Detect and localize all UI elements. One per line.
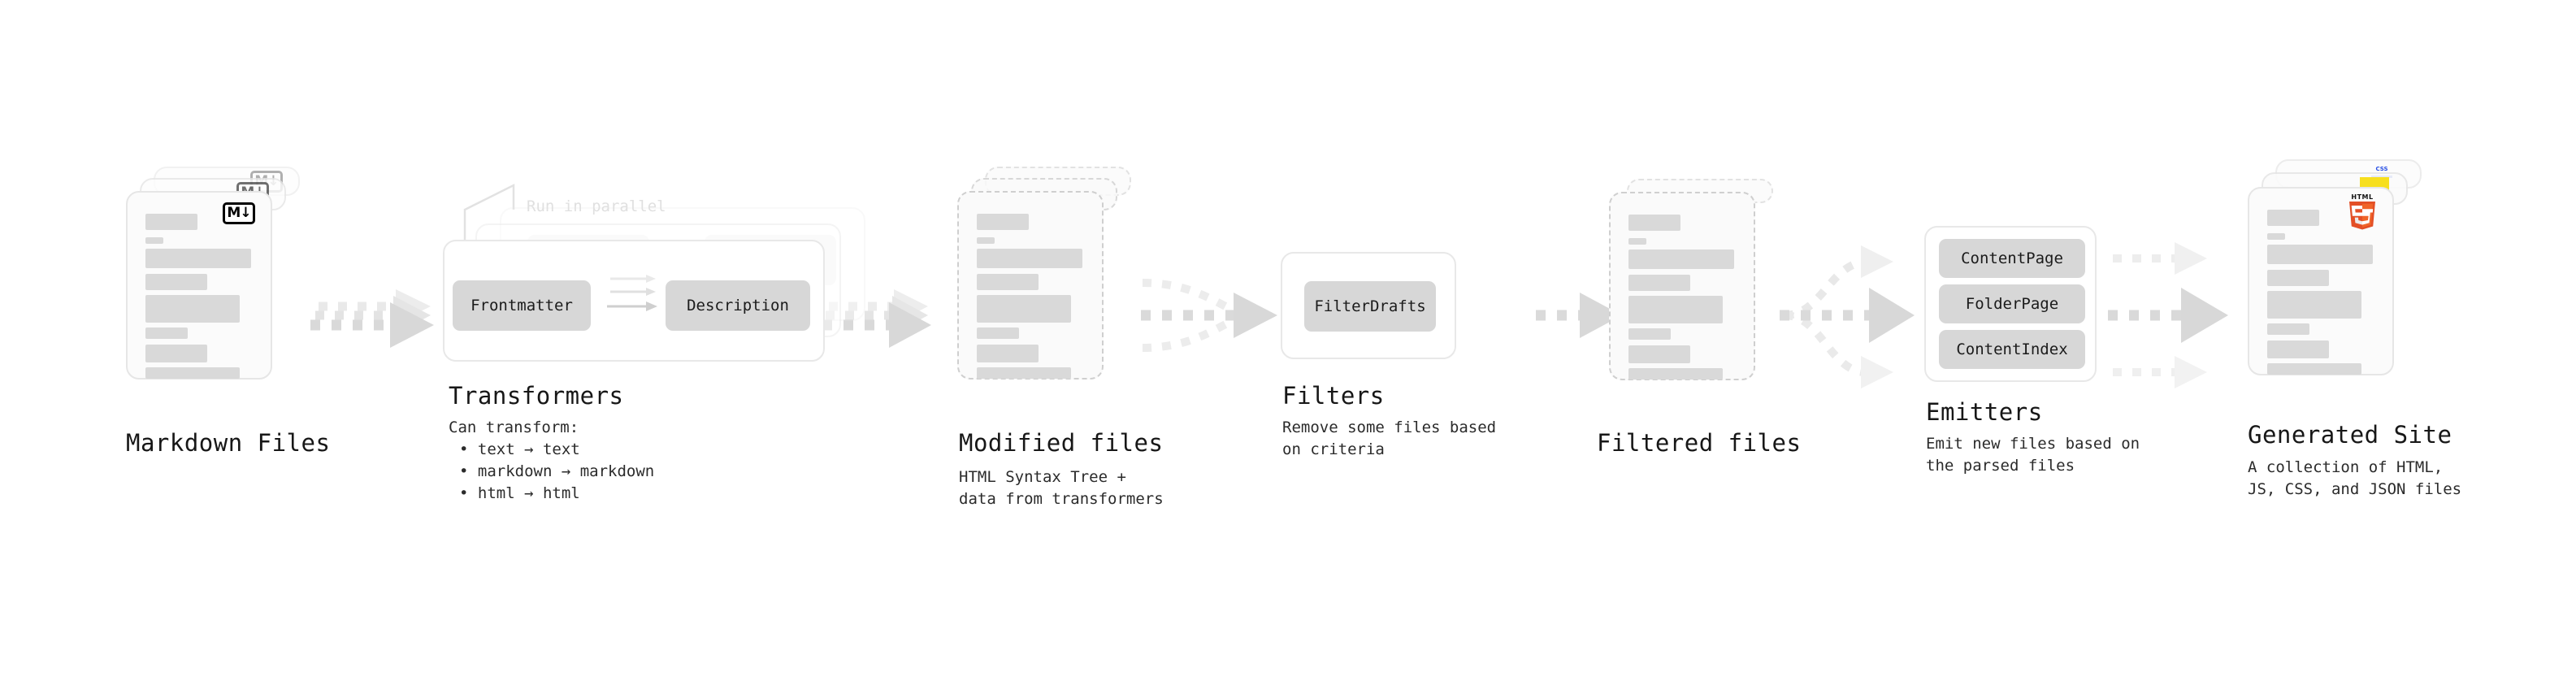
html5-logo-icon: HTML — [2347, 193, 2378, 230]
transformers-bullet: • text → text — [459, 440, 580, 458]
content-bar — [2267, 291, 2361, 319]
stage-heading-filters: Filters — [1282, 382, 1385, 410]
markdown-logo-icon: M↓ — [223, 202, 255, 224]
stage-heading-markdown-files: Markdown Files — [126, 429, 331, 457]
content-bar — [1628, 296, 1723, 323]
content-bar — [145, 249, 251, 268]
transformers-desc-title: Can transform: — [449, 419, 579, 436]
transformer-panel-front: Frontmatter Description — [443, 240, 825, 362]
content-bar — [1628, 328, 1671, 340]
markdown-card-front: M↓ — [126, 191, 272, 380]
chip-label: FilterDrafts — [1314, 297, 1426, 315]
stage-heading-emitters: Emitters — [1926, 398, 2043, 426]
filter-chip-filterdrafts[interactable]: FilterDrafts — [1304, 281, 1436, 332]
content-bar — [2267, 340, 2329, 358]
content-bar — [1628, 238, 1646, 245]
chip-label: Frontmatter — [471, 297, 573, 314]
content-bar — [2267, 270, 2329, 286]
arrow-markdown-to-transformers — [310, 289, 434, 348]
modified-files-desc-line: HTML Syntax Tree + — [959, 468, 1126, 486]
transformers-bullet: • markdown → markdown — [459, 462, 655, 480]
run-in-parallel-label: Run in parallel — [527, 197, 666, 215]
content-bar — [2267, 210, 2319, 226]
filters-panel: FilterDrafts — [1281, 252, 1456, 359]
filtered-card-front — [1609, 192, 1755, 380]
chip-label: ContentIndex — [1956, 340, 2068, 358]
arrow-filtered-to-emitters — [1780, 245, 1915, 388]
content-bar — [145, 295, 240, 323]
content-bar — [1628, 249, 1734, 269]
emitter-chip-contentindex[interactable]: ContentIndex — [1939, 330, 2085, 369]
modified-card-front — [957, 191, 1104, 380]
transformer-chip-description[interactable]: Description — [666, 280, 810, 331]
stage-heading-transformers: Transformers — [449, 382, 624, 410]
content-bar — [977, 214, 1029, 230]
content-bar — [145, 367, 240, 379]
stage-heading-generated-site: Generated Site — [2248, 421, 2452, 449]
content-bar — [145, 345, 207, 362]
emitters-panel: ContentPage FolderPage ContentIndex — [1924, 226, 2097, 382]
arrow-modified-to-filters — [1141, 279, 1277, 352]
content-bar — [977, 249, 1082, 268]
content-bar — [1628, 275, 1690, 291]
content-bar — [1628, 345, 1690, 363]
content-bar — [977, 327, 1019, 339]
content-bar — [1628, 368, 1723, 380]
content-bar — [2267, 245, 2373, 264]
emitters-desc-line: the parsed files — [1926, 457, 2075, 475]
content-bar — [2267, 233, 2285, 240]
content-bar — [145, 214, 197, 230]
chip-label: ContentPage — [1961, 249, 2063, 267]
content-bar — [145, 327, 188, 339]
filters-desc-line: on criteria — [1282, 440, 1385, 458]
arrow-emitters-to-site — [2108, 242, 2228, 388]
stage-heading-modified-files: Modified files — [959, 429, 1164, 457]
content-bar — [145, 274, 207, 290]
emitter-chip-folderpage[interactable]: FolderPage — [1939, 284, 2085, 323]
chip-label: FolderPage — [1965, 295, 2059, 313]
emitter-chip-contentpage[interactable]: ContentPage — [1939, 239, 2085, 278]
transformer-chip-frontmatter[interactable]: Frontmatter — [453, 280, 591, 331]
content-bar — [977, 237, 995, 244]
content-bar — [977, 295, 1071, 323]
content-bar — [145, 237, 163, 244]
content-bar — [977, 345, 1039, 362]
content-bar — [977, 367, 1071, 379]
transformers-bullet: • html → html — [459, 484, 580, 502]
chip-label: Description — [687, 297, 789, 314]
stage-heading-filtered-files: Filtered files — [1597, 429, 1802, 457]
content-bar — [2267, 323, 2309, 335]
filters-desc-line: Remove some files based — [1282, 419, 1497, 436]
html5-wordmark: HTML — [2351, 193, 2374, 201]
modified-files-desc-line: data from transformers — [959, 490, 1164, 508]
emitters-desc-line: Emit new files based on — [1926, 435, 2140, 453]
generated-site-desc-line: JS, CSS, and JSON files — [2248, 480, 2462, 498]
content-bar — [1628, 215, 1680, 231]
content-bar — [2267, 363, 2361, 375]
generated-site-desc-line: A collection of HTML, — [2248, 458, 2444, 476]
site-card-html: HTML — [2248, 187, 2394, 375]
content-bar — [977, 274, 1039, 290]
